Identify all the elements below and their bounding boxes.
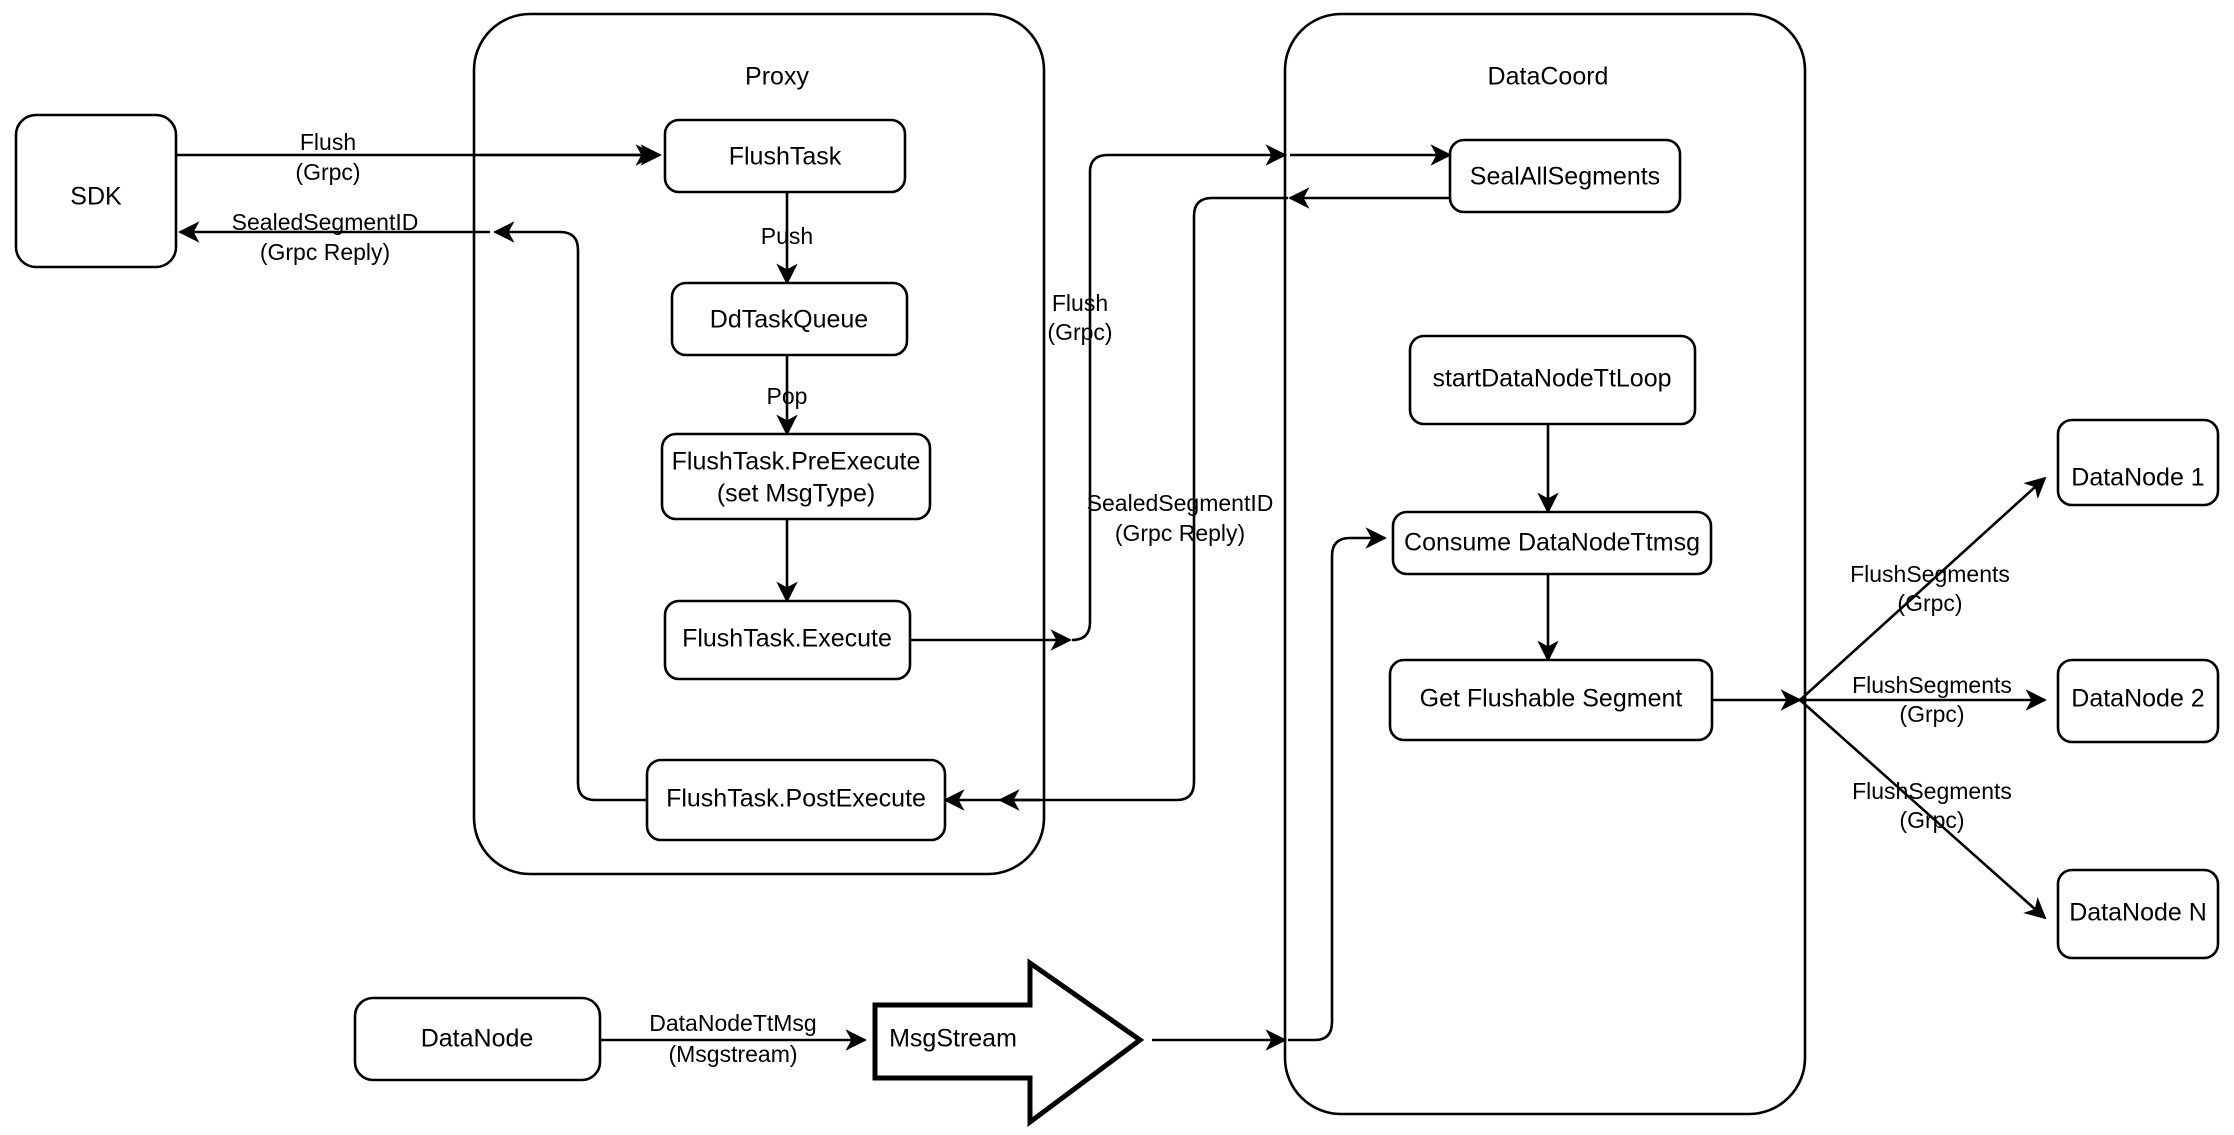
- node-msgstream-shape[interactable]: [872, 958, 1145, 1127]
- edge-label-proxy-coord-flush-line2: (Grpc): [1047, 319, 1112, 345]
- node-sealallsegments-label: SealAllSegments: [1470, 163, 1660, 191]
- node-flushtask-postexecute-label: FlushTask.PostExecute: [666, 785, 926, 813]
- node-msgstream-label: MsgStream: [889, 1025, 1017, 1053]
- group-datacoord: [1283, 12, 1807, 1116]
- node-flushtask-label: FlushTask: [729, 143, 842, 171]
- node-sdk-label: SDK: [70, 183, 122, 211]
- edge-label-flushsegments-2-line1: FlushSegments: [1852, 672, 2012, 698]
- node-startdatanodettloop[interactable]: [1408, 334, 1697, 426]
- edge-label-coord-proxy-reply-line1: SealedSegmentID: [1087, 490, 1274, 516]
- node-datanode-bottom[interactable]: [353, 996, 602, 1082]
- node-flushtask-execute[interactable]: [663, 599, 912, 681]
- node-datanode-1-label: DataNode 1: [2071, 464, 2204, 492]
- node-sdk[interactable]: [14, 113, 178, 269]
- node-sealallsegments[interactable]: [1448, 138, 1682, 214]
- edge-label-datanodettmsg-line1: DataNodeTtMsg: [649, 1010, 816, 1036]
- node-datanode-2-label: DataNode 2: [2071, 685, 2204, 713]
- edge-label-coord-proxy-reply-line2: (Grpc Reply): [1115, 520, 1245, 546]
- edge-label-flushsegments-n-line2: (Grpc): [1899, 807, 1964, 833]
- edge-label-flushsegments-1-line1: FlushSegments: [1850, 561, 2010, 587]
- edge-sealedsegmentid-reply-trunk: [998, 196, 1288, 811]
- node-startdatanodettloop-label: startDataNodeTtLoop: [1432, 365, 1671, 393]
- node-flushtask-preexecute[interactable]: [660, 432, 932, 521]
- edge-datacoord-tt-inner-route: [1288, 527, 1387, 1042]
- edge-label-datanodettmsg-line2: (Msgstream): [668, 1041, 797, 1067]
- edge-postexecute-to-sdk-reply: [493, 221, 647, 802]
- edge-flush-grpc-trunk: [1071, 144, 1287, 642]
- edge-label-proxy-coord-flush-line1: Flush: [1052, 290, 1108, 316]
- group-datacoord-label: DataCoord: [1488, 63, 1609, 91]
- edge-junction-to-datanoden: [1799, 699, 2047, 920]
- node-flushtask-preexecute-label-line2: (set MsgType): [717, 480, 875, 508]
- node-datanode-n-label: DataNode N: [2069, 899, 2207, 927]
- edge-label-sealedsegmentid-line1: SealedSegmentID: [232, 209, 419, 235]
- edge-label-flush-grpc-line1: Flush: [300, 129, 356, 155]
- edge-label-flushsegments-n-line1: FlushSegments: [1852, 778, 2012, 804]
- node-ddtaskqueue[interactable]: [670, 281, 909, 357]
- node-flushtask-postexecute[interactable]: [645, 758, 947, 842]
- node-consume-datanodettmsg-label: Consume DataNodeTtmsg: [1404, 529, 1700, 557]
- node-get-flushable-segment-label: Get Flushable Segment: [1420, 685, 1683, 713]
- node-get-flushable-segment[interactable]: [1388, 658, 1714, 742]
- node-datanode-n[interactable]: [2056, 868, 2220, 960]
- edge-junction-to-datanode1: [1799, 476, 2047, 701]
- edge-label-flushsegments-1-line2: (Grpc): [1897, 590, 1962, 616]
- edge-label-flush-grpc-line2: (Grpc): [295, 159, 360, 185]
- group-proxy: [472, 12, 1046, 876]
- edge-label-sealedsegmentid-line2: (Grpc Reply): [260, 239, 390, 265]
- node-datanode-1[interactable]: [2056, 418, 2220, 507]
- node-datanode-2[interactable]: [2056, 658, 2220, 744]
- node-consume-datanodettmsg[interactable]: [1391, 510, 1713, 576]
- group-proxy-label: Proxy: [745, 63, 809, 91]
- edge-label-pop: Pop: [767, 383, 808, 409]
- node-datanode-bottom-label: DataNode: [421, 1025, 534, 1053]
- node-flushtask-preexecute-label-line1: FlushTask.PreExecute: [672, 448, 921, 476]
- node-ddtaskqueue-label: DdTaskQueue: [710, 306, 868, 334]
- edge-label-push: Push: [761, 223, 813, 249]
- node-flushtask[interactable]: [663, 118, 907, 194]
- edge-label-flushsegments-2-line2: (Grpc): [1899, 701, 1964, 727]
- node-flushtask-execute-label: FlushTask.Execute: [682, 625, 892, 653]
